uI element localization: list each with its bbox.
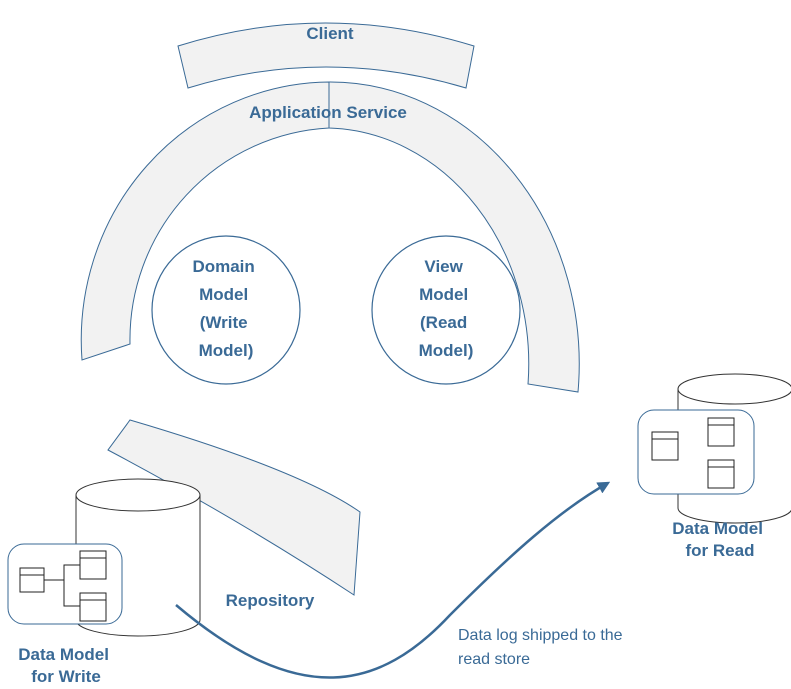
flow-note-line-1: Data log shipped to the — [458, 627, 623, 644]
domain-model-line-3: (Write — [200, 313, 248, 332]
write-data-model-line-1: Data Model — [18, 645, 109, 664]
domain-model-circle — [151, 235, 301, 385]
read-data-model-line-1: Data Model — [672, 519, 763, 538]
application-service-ring-left — [80, 81, 330, 361]
read-data-model-label: Data Model for Read — [672, 519, 767, 560]
repository-label: Repository — [226, 591, 315, 610]
read-data-model-line-2: for Read — [686, 541, 755, 560]
client-label: Client — [306, 24, 354, 43]
domain-model-label: Domain Model (Write Model) — [192, 257, 259, 360]
flow-note-line-2: read store — [458, 651, 530, 668]
flow-note-label: Data log shipped to the read store — [458, 627, 627, 668]
domain-model-line-4: Model) — [199, 341, 254, 360]
view-model-circle — [371, 235, 521, 385]
view-model-line-1: View — [424, 257, 463, 276]
application-service-ring-right — [328, 81, 580, 393]
application-service-label: Application Service — [249, 103, 407, 122]
write-data-model-label: Data Model for Write — [18, 645, 113, 686]
domain-model-line-1: Domain — [192, 257, 254, 276]
view-model-line-2: Model — [419, 285, 468, 304]
write-data-store-icon — [7, 478, 201, 637]
data-flow-arrow — [175, 481, 611, 679]
client-band — [177, 22, 475, 89]
view-model-line-4: Model) — [419, 341, 474, 360]
view-model-label: View Model (Read Model) — [419, 257, 474, 360]
write-data-model-line-2: for Write — [31, 667, 101, 686]
view-model-line-3: (Read — [420, 313, 467, 332]
domain-model-line-2: Model — [199, 285, 248, 304]
read-data-store-icon — [637, 373, 791, 524]
